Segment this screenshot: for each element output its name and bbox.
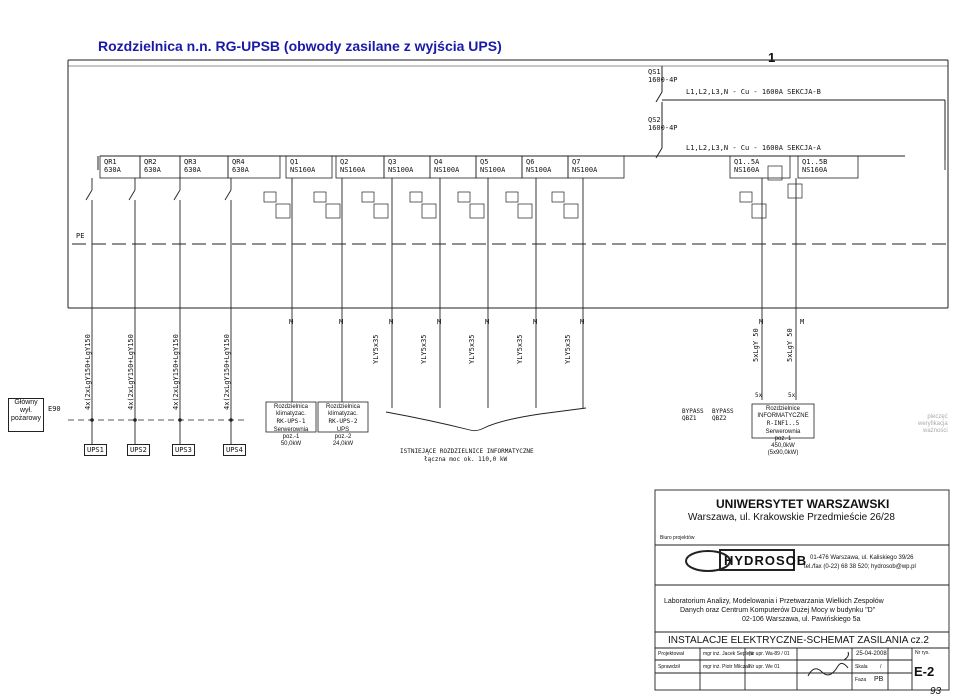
meter-label: M [339,318,344,326]
pe-label: PE [76,232,85,240]
firm-contact: tel./fax (0-22) 68 38 520; hydrosob@wp.p… [804,564,916,570]
cable-label: YLY5x35 [372,334,380,364]
cable-label: YLY5x35 [516,334,524,364]
meter-label: M [485,318,490,326]
drawing-number: E-2 [914,664,935,679]
sprawdzil-name: mgr inż. Piotr Milczak [703,664,751,670]
cable-label: YLY5x35 [420,334,428,364]
existing-boards-label: ISTNIEJĄCE ROZDZIELNICE INFORMATYCZNE [400,448,534,455]
rinf-mult-2: 5x [788,392,796,399]
ups-box: UPS3 [172,444,195,456]
rinf-mult-1: 5x [755,392,763,399]
org-address: Warszawa, ul. Krakowskie Przedmieście 26… [688,512,895,523]
page-number: 1 [768,50,776,65]
qs1-rating: 1600-4P [648,76,678,84]
sprawdzil-license: Nr upr. We 01 [749,664,780,670]
cable-label: 5xLgY 50 [786,328,794,362]
nrrys-label: Nr rys. [915,650,930,656]
cable-label: 4x(2xLgY150+LgY150 [223,334,231,410]
meter-label: M [759,318,764,326]
meter-label: M [533,318,538,326]
project-desc-2: Danych oraz Centrum Komputerów Dużej Moc… [680,607,876,614]
projektowal-license: Nr upr. Wa-89 / 01 [749,651,790,657]
skala-value: / [880,664,882,670]
bus-a-label: L1,L2,L3,N - Cu - 1600A SEKCJA-A [686,144,821,152]
project-desc-3: 02-106 Warszawa, ul. Pawińskiego 5a [742,616,861,623]
drawing-name: INSTALACJE ELEKTRYCZNE-SCHEMAT ZASILANIA… [668,635,929,646]
drawing-date: 25-04-2008 [856,651,887,657]
cable-label: 4x(2xLgY150+LgY150 [172,334,180,410]
meter-label: M [800,318,805,326]
main-fire-switch-box: Główny wył. pożarowy [8,398,44,432]
cable-label: 4x(2xLgY150+LgY150 [127,334,135,410]
main-switch-code: E90 [48,405,61,413]
cable-label: YLY5x35 [468,334,476,364]
ups-box: UPS4 [223,444,246,456]
qs1-name: QS1 [648,68,661,76]
projektowal-label: Projektował [658,651,684,657]
skala-label: Skala [855,664,868,670]
qs2-rating: 1600-4P [648,124,678,132]
cable-label: 4x(2xLgY150+LgY150 [84,334,92,410]
hydrosob-logo: HYDROSOB [724,553,808,568]
faza-label: Faza [855,677,867,683]
meter-label: M [389,318,394,326]
cable-label: 5xLgY 50 [752,328,760,362]
project-desc-1: Laboratorium Analizy, Modelowania i Prze… [664,598,884,605]
ups-box: UPS2 [127,444,150,456]
sprawdzil-label: Sprawdził [658,664,680,670]
org-name: UNIWERSYTET WARSZAWSKI [716,497,890,511]
firm-address: 01-476 Warszawa, ul. Kaliskiego 39/26 [810,555,914,561]
qs2-name: QS2 [648,116,661,124]
faza-value: PB [874,676,884,683]
biuro-label: Biuro projektów [660,535,695,541]
meter-label: M [289,318,294,326]
existing-boards-power: łączna moc ok. 110,0 kW [424,456,508,463]
ups-box: UPS1 [84,444,107,456]
cable-label: YLY5x35 [564,334,572,364]
drawing-title: Rozdzielnica n.n. RG-UPSB (obwody zasila… [98,38,502,54]
projektowal-name: mgr inż. Jacek Sepleja [703,651,754,657]
meter-label: M [580,318,585,326]
meter-label: M [437,318,442,326]
bus-b-label: L1,L2,L3,N - Cu - 1600A SEKCJA-B [686,88,821,96]
sheet-number: 93 [930,686,942,697]
